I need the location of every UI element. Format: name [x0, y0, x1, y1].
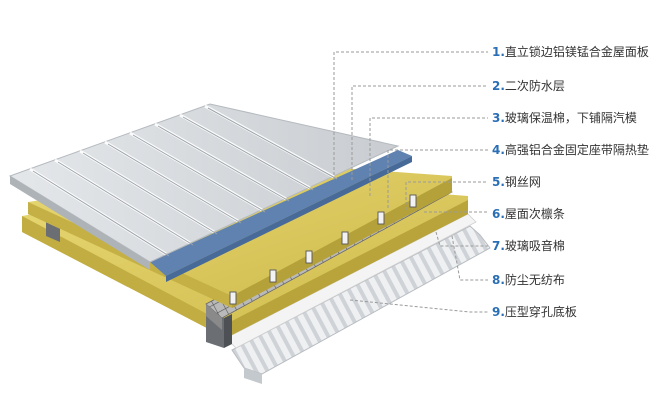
legend-item-3: 3.玻璃保温棉，下铺隔汽模 [492, 109, 637, 127]
legend-item-5: 5.钢丝网 [492, 173, 541, 191]
secondary-waterproof-layer [150, 150, 412, 282]
legend-item-1: 1.直立锁边铝镁锰合金屋面板 [492, 43, 649, 61]
leader-lines [333, 51, 488, 313]
legend-item-7: 7.玻璃吸音棉 [492, 237, 565, 255]
legend-label: 玻璃吸音棉 [504, 239, 565, 253]
legend-number: 2. [492, 79, 505, 93]
legend-item-9: 9.压型穿孔底板 [492, 303, 577, 321]
fixing-seats [229, 194, 417, 305]
legend-number: 5. [492, 175, 505, 189]
standing-seam-roof-panel [8, 103, 400, 270]
legend-number: 1. [492, 45, 505, 59]
legend-item-2: 2.二次防水层 [492, 77, 565, 95]
legend-label: 直立锁边铝镁锰合金屋面板 [504, 45, 649, 59]
legend-label: 钢丝网 [504, 175, 541, 189]
legend-number: 7. [492, 239, 505, 253]
legend-label: 二次防水层 [504, 79, 565, 93]
legend-item-8: 8.防尘无纺布 [492, 271, 565, 289]
legend-label: 屋面次檩条 [504, 207, 565, 221]
legend-number: 4. [492, 143, 505, 157]
legend-number: 3. [492, 111, 505, 125]
legend-label: 玻璃保温棉，下铺隔汽模 [504, 111, 637, 125]
legend-number: 6. [492, 207, 505, 221]
perforated-bottom-plate [231, 225, 491, 384]
legend-number: 8. [492, 273, 505, 287]
legend-item-4: 4.高强铝合金固定座带隔热垫 [492, 141, 649, 159]
legend-label: 防尘无纺布 [504, 273, 565, 287]
legend-label: 高强铝合金固定座带隔热垫 [504, 143, 649, 157]
legend-item-6: 6.屋面次檩条 [492, 205, 565, 223]
legend-number: 9. [492, 305, 505, 319]
legend-label: 压型穿孔底板 [504, 305, 577, 319]
